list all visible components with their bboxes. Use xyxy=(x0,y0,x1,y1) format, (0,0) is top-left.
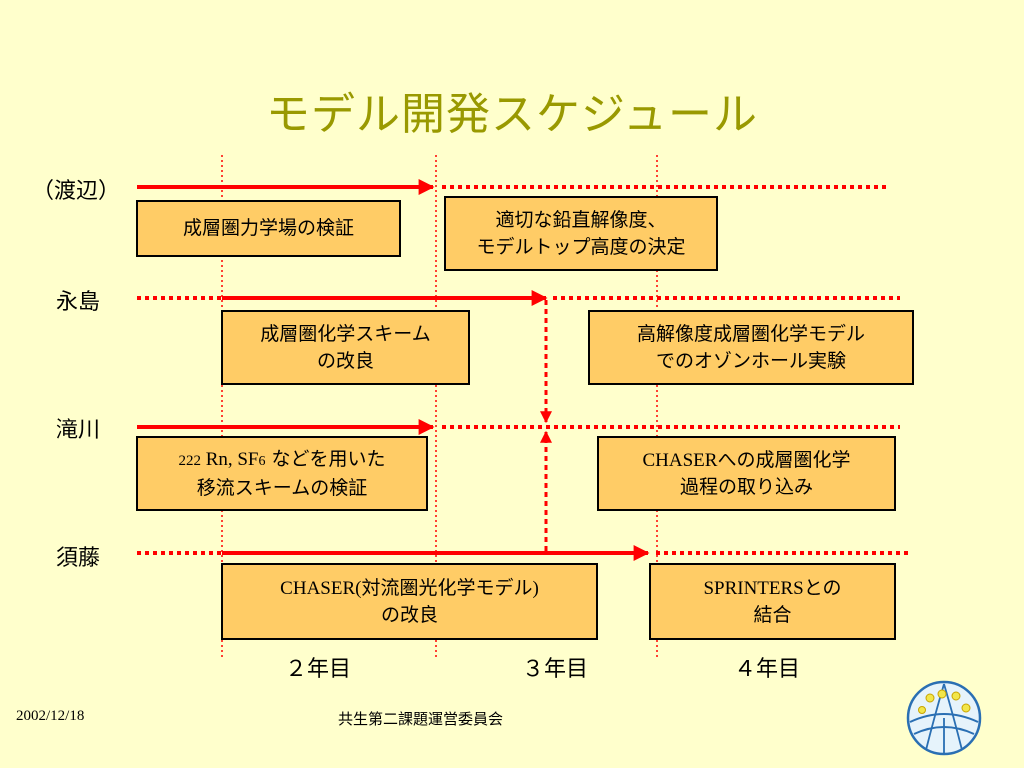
sf6-subscript: 6 xyxy=(258,453,266,469)
isotope-number: 222 xyxy=(178,452,201,469)
row-label-watanabe: （渡辺） xyxy=(32,179,121,204)
task-box-advection-scheme: 222 Rn, SF6 などを用いた 移流スキームの検証 xyxy=(136,436,428,511)
footer-date: 2002/12/18 xyxy=(16,708,85,724)
task-text-line2: でのオゾンホール実験 xyxy=(655,349,846,372)
chaser-name: CHASER xyxy=(642,449,718,471)
task-text-mid: 対流圏光化学モデル xyxy=(361,576,533,599)
row-label-sudo: 須藤 xyxy=(56,546,101,571)
slide-title: モデル開発スケジュール xyxy=(266,89,758,140)
task-text-line2: 結合 xyxy=(753,603,792,626)
footer-org: 共生第二課題運営委員会 xyxy=(338,710,504,728)
tracer-names: Rn, SF xyxy=(200,448,259,470)
task-text-line2: 過程の取り込み xyxy=(679,475,813,498)
task-text-rest: への成層圏化学 xyxy=(717,448,851,471)
task-box-chem-scheme: 成層圏化学スキーム の改良 xyxy=(221,310,470,385)
task-text-line1: 成層圏化学スキーム xyxy=(260,322,431,345)
year-label-4: ４年目 xyxy=(734,657,801,682)
row-label-nagashima: 永島 xyxy=(56,290,101,315)
task-text-rest: などを用いた xyxy=(265,447,386,470)
chaser-name: CHASER( xyxy=(280,577,362,599)
task-box-stratosphere-dynamics: 成層圏力学場の検証 xyxy=(136,200,401,257)
task-text-line2: 移流スキームの検証 xyxy=(196,476,368,499)
year-label-2: ２年目 xyxy=(285,657,352,682)
task-text-line2: の改良 xyxy=(316,349,374,372)
task-box-chaser-strat-chem: CHASERへの成層圏化学 過程の取り込み xyxy=(597,436,896,511)
year-label-3: ３年目 xyxy=(522,657,589,682)
globe-logo-icon xyxy=(906,680,982,756)
task-box-ozone-hole: 高解像度成層圏化学モデル でのオゾンホール実験 xyxy=(588,310,914,385)
task-box-vertical-resolution: 適切な鉛直解像度、 モデルトップ高度の決定 xyxy=(444,196,718,271)
task-text: 成層圏力学場の検証 xyxy=(182,217,354,239)
task-text-rest: との xyxy=(803,576,842,599)
row-label-takigawa: 滝川 xyxy=(56,418,101,443)
task-text-line2: の改良 xyxy=(380,603,438,626)
sprinters-name: SPRINTERS xyxy=(703,577,804,599)
task-box-chaser-improve: CHASER(対流圏光化学モデル) の改良 xyxy=(221,563,598,640)
task-text-line2: モデルトップ高度の決定 xyxy=(476,235,686,258)
task-box-sprinters-coupling: SPRINTERSとの 結合 xyxy=(649,563,896,640)
close-paren: ) xyxy=(532,577,539,599)
task-text-line1: 適切な鉛直解像度、 xyxy=(495,208,667,231)
task-text-line1: 高解像度成層圏化学モデル xyxy=(636,322,865,345)
